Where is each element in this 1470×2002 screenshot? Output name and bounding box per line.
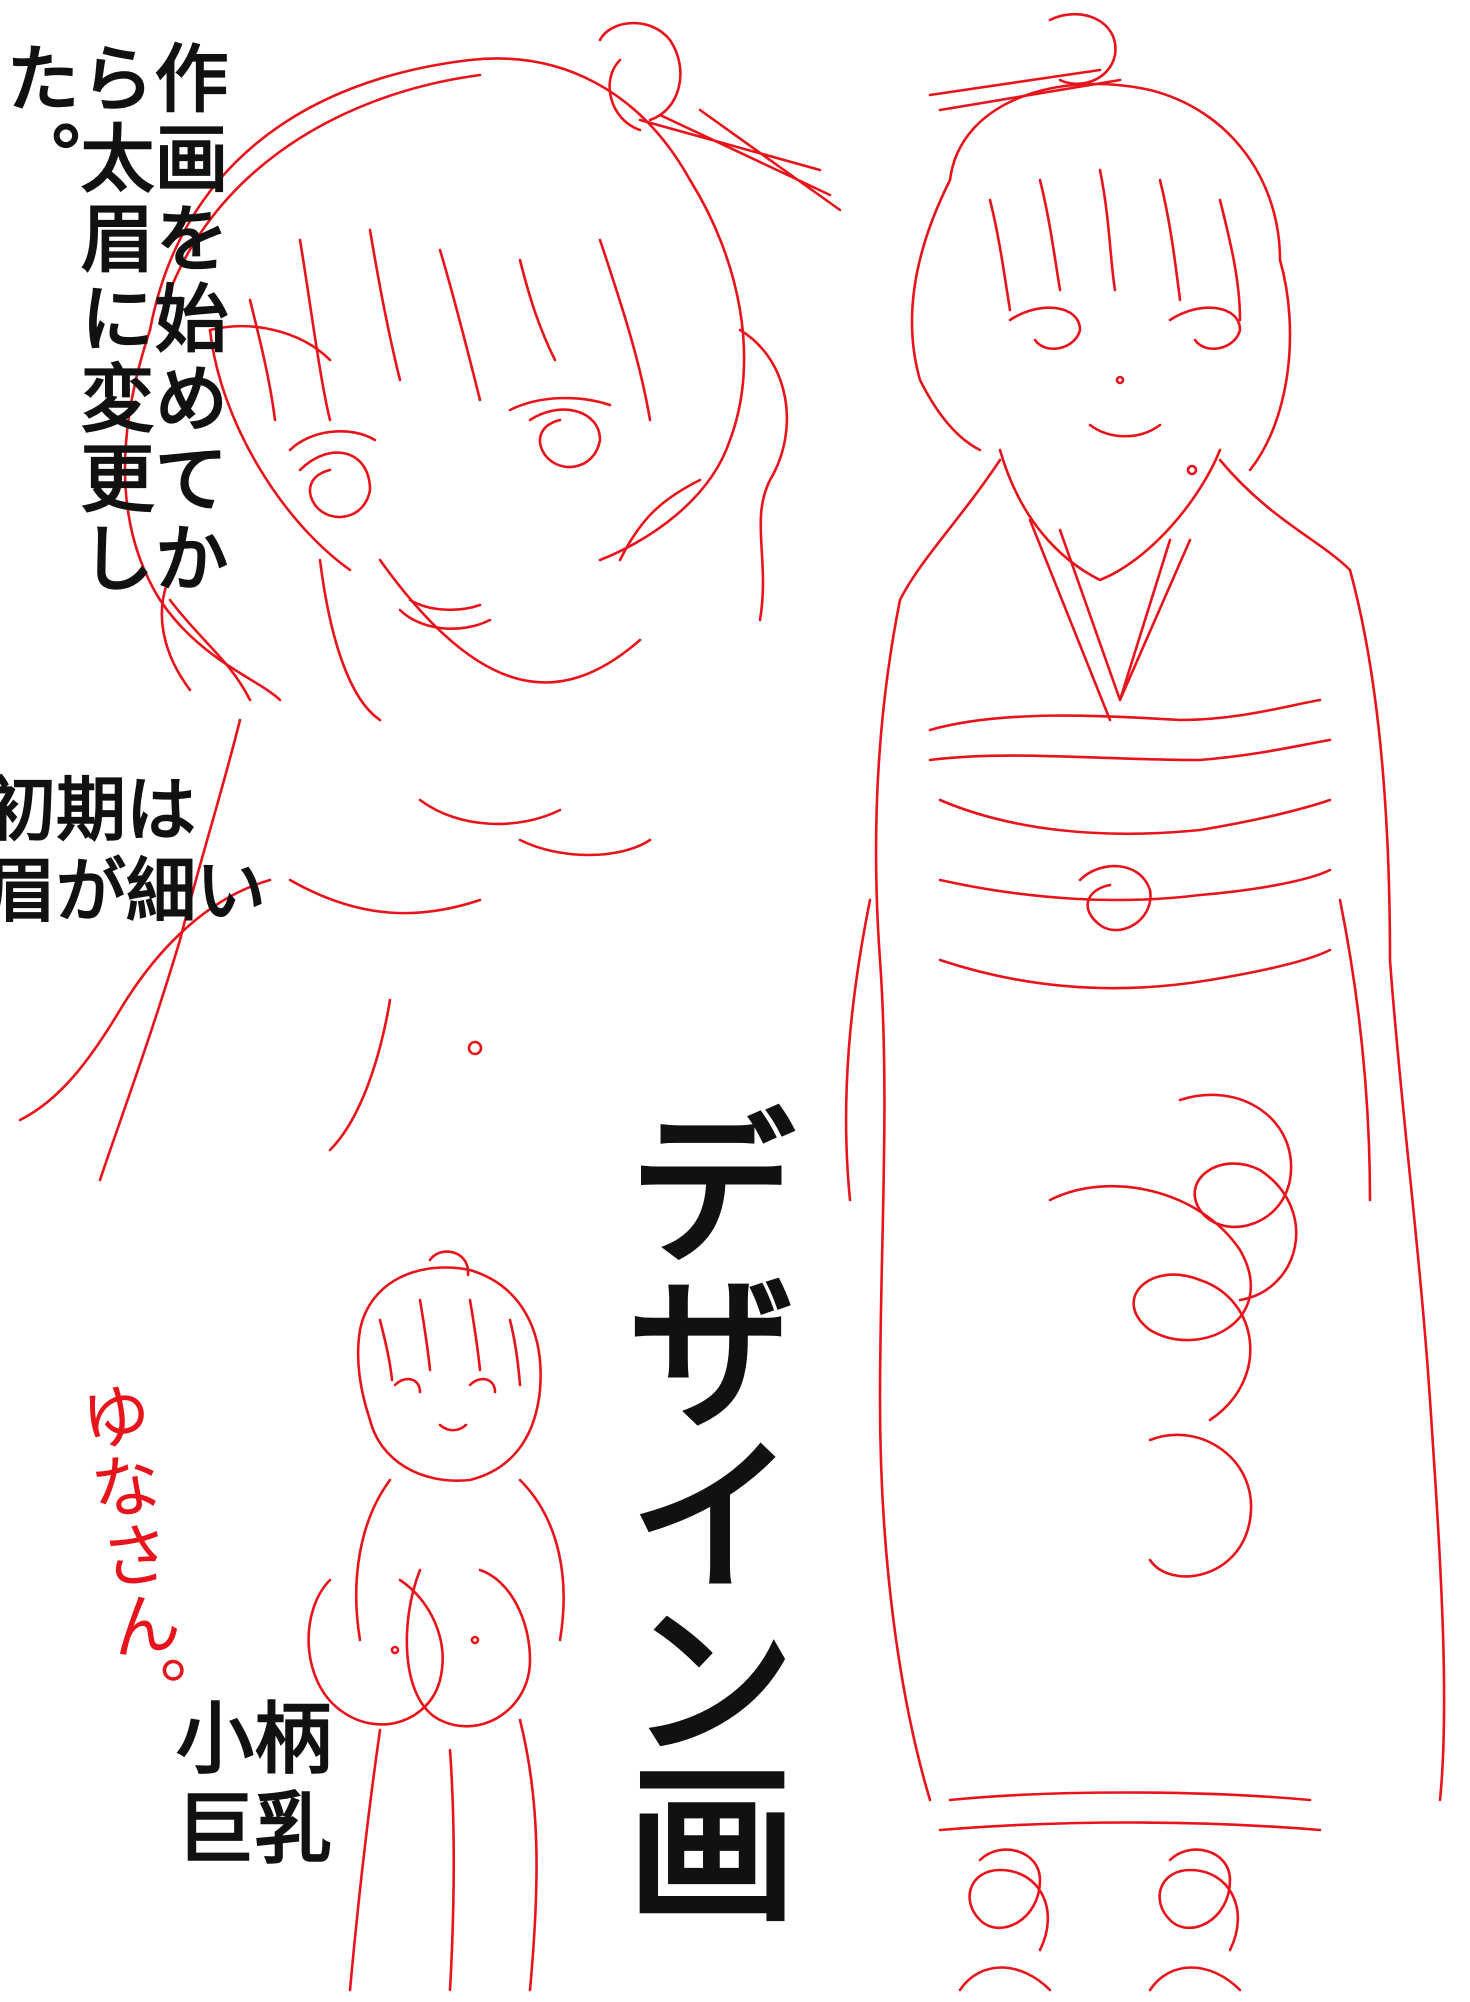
early-eyebrow-note: 初期は 眉が細い bbox=[0, 768, 266, 932]
design-change-note: 作画を始めてから太眉に変更した。 bbox=[0, 40, 228, 600]
bust-sketch bbox=[18, 21, 842, 1182]
kimono-sketch bbox=[844, 12, 1446, 1992]
character-tags: 小柄 巨乳 bbox=[176, 1695, 332, 1874]
chibi-sketch bbox=[307, 1250, 565, 1992]
tag-large-bust: 巨乳 bbox=[176, 1783, 333, 1875]
page-title: デザイン画 bbox=[597, 1100, 797, 1920]
tag-small-build: 小柄 bbox=[176, 1694, 333, 1785]
early-note-line-2: 眉が細い bbox=[0, 848, 266, 932]
early-note-line-1: 初期は bbox=[0, 768, 196, 851]
